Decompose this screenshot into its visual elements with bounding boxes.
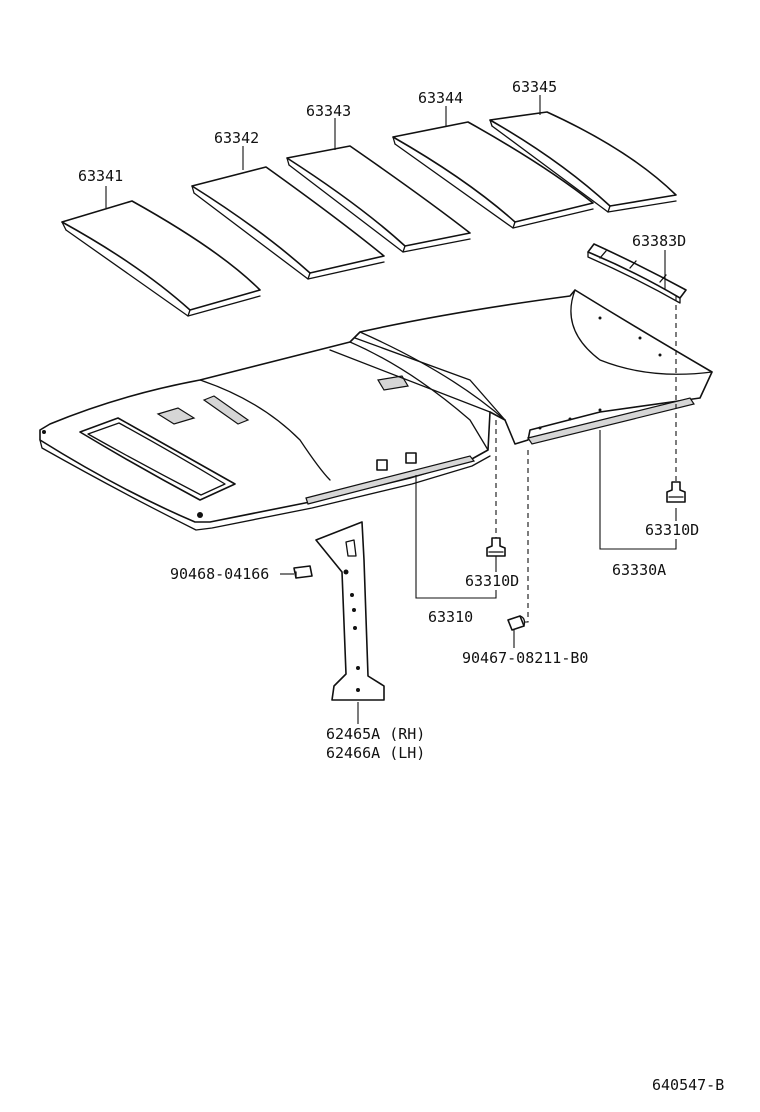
label-clip-pillar: 90468-04166 bbox=[170, 565, 269, 583]
assembly-lines bbox=[495, 296, 677, 623]
label-clip-center: 63310D bbox=[465, 572, 519, 590]
roof-pad-63345 bbox=[489, 111, 677, 213]
headlining-clip-marks bbox=[42, 316, 662, 518]
roof-pad-63341 bbox=[61, 200, 261, 317]
leader-lines bbox=[105, 95, 677, 724]
label-rear-bracket: 63383D bbox=[632, 232, 686, 250]
roof-pad-63344 bbox=[392, 121, 594, 229]
clip-90468-04166 bbox=[293, 565, 313, 579]
label-pad-63342: 63342 bbox=[214, 129, 259, 147]
rear-bracket-63383D bbox=[587, 243, 687, 304]
bolt-90467-08211-B0 bbox=[507, 615, 526, 631]
clip-63310D-right bbox=[666, 481, 686, 503]
diagram-id: 640547-B bbox=[652, 1076, 724, 1094]
roof-pad-63343 bbox=[286, 145, 471, 253]
label-pad-63343: 63343 bbox=[306, 102, 351, 120]
roof-pad-63342 bbox=[191, 166, 385, 280]
console-opening bbox=[156, 395, 250, 425]
label-clip-right: 63310D bbox=[645, 521, 699, 539]
label-pad-63345: 63345 bbox=[512, 78, 557, 96]
label-pad-63344: 63344 bbox=[418, 89, 463, 107]
label-pillar-lh: 62466A (LH) bbox=[326, 744, 425, 762]
label-pillar-rh: 62465A (RH) bbox=[326, 725, 425, 743]
clip-63310D-center bbox=[486, 537, 506, 557]
label-pad-63341: 63341 bbox=[78, 167, 123, 185]
headlining-main-panel bbox=[39, 289, 713, 531]
label-rear-headlining: 63330A bbox=[612, 561, 666, 579]
label-bolt-lower: 90467-08211-B0 bbox=[462, 649, 588, 667]
sunroof-opening bbox=[79, 417, 236, 501]
center-pillar-garnish bbox=[315, 521, 385, 701]
label-front-headlining: 63310 bbox=[428, 608, 473, 626]
